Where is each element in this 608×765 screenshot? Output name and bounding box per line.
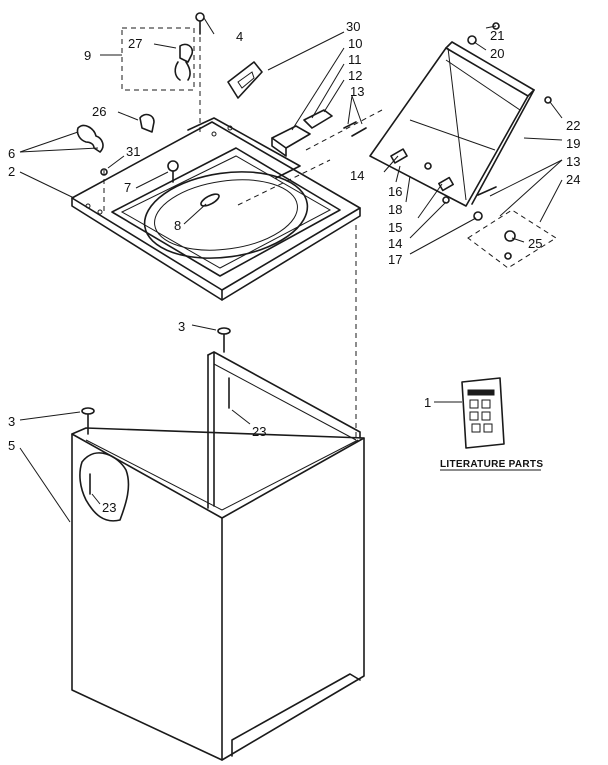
label-21: 21 (490, 28, 504, 43)
label-23-rear: 23 (252, 424, 266, 439)
literature-parts-caption: LITERATURE PARTS (440, 459, 543, 470)
lid (369, 41, 535, 207)
label-11: 11 (348, 52, 362, 67)
label-8: 8 (174, 218, 181, 233)
label-4: 4 (236, 29, 243, 44)
part-30 (227, 61, 263, 99)
label-26: 26 (92, 104, 106, 119)
top-panel (71, 28, 383, 440)
lid-hinges (390, 148, 497, 221)
label-27: 27 (128, 36, 142, 51)
cabinet (71, 427, 365, 761)
label-13-upper: 13 (350, 84, 364, 99)
part-4 (195, 12, 205, 35)
label-9: 9 (84, 48, 91, 63)
part-8 (200, 193, 220, 207)
label-18: 18 (388, 202, 402, 217)
literature-part-1 (461, 377, 505, 449)
label-13-lower: 13 (566, 154, 580, 169)
part-24-group (467, 209, 557, 269)
parts-10-13 (271, 109, 367, 157)
label-1: 1 (424, 395, 431, 410)
part-7 (167, 160, 179, 183)
part-labels: 4 9 27 30 10 11 12 13 26 6 31 2 7 8 21 2… (8, 19, 580, 515)
label-14-upper: 14 (350, 168, 364, 183)
label-20: 20 (490, 46, 504, 61)
label-14-lower: 14 (388, 236, 402, 251)
label-15: 15 (388, 220, 402, 235)
label-22: 22 (566, 118, 580, 133)
label-31: 31 (126, 144, 140, 159)
label-5: 5 (8, 438, 15, 453)
label-2: 2 (8, 164, 15, 179)
leader-lines (19, 17, 563, 523)
parts-20-22 (467, 22, 552, 104)
label-6: 6 (8, 146, 15, 161)
label-30: 30 (346, 19, 360, 34)
part-9-group (121, 27, 195, 91)
label-7: 7 (124, 180, 131, 195)
part-26 (139, 113, 155, 133)
label-24: 24 (566, 172, 580, 187)
label-19: 19 (566, 136, 580, 151)
label-3-front: 3 (8, 414, 15, 429)
part-31 (100, 168, 108, 176)
label-17: 17 (388, 252, 402, 267)
label-3-rear: 3 (178, 319, 185, 334)
label-12: 12 (348, 68, 362, 83)
screws (81, 327, 231, 495)
label-25: 25 (528, 236, 542, 251)
part-6 (76, 124, 104, 153)
label-10: 10 (348, 36, 362, 51)
cabinet-frame (207, 351, 361, 509)
label-16: 16 (388, 184, 402, 199)
label-23-front: 23 (102, 500, 116, 515)
